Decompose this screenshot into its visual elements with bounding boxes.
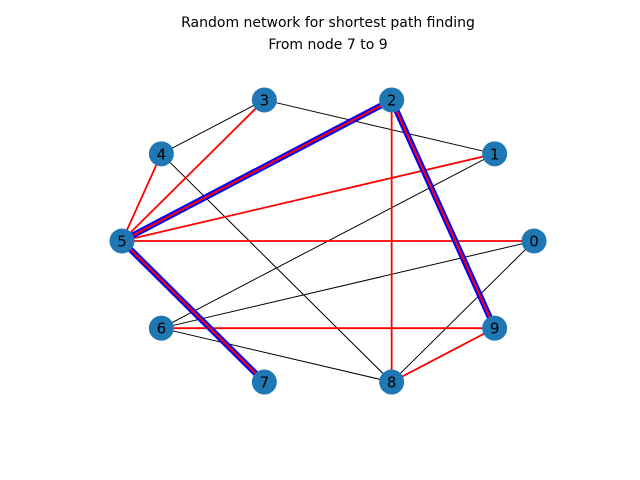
edge-5-4 <box>121 152 163 242</box>
node-3: 3 <box>251 87 277 113</box>
node-9-marker <box>482 315 508 341</box>
title-line-2: From node 7 to 9 <box>268 37 387 53</box>
edge-5-1 <box>121 152 496 242</box>
nodes-layer: 0 1 2 3 4 5 6 7 8 9 <box>109 87 547 395</box>
path-edge-7-5 <box>121 240 266 384</box>
node-7-label: 7 <box>260 374 270 392</box>
node-0: 0 <box>521 228 547 254</box>
node-5-label: 5 <box>117 233 127 251</box>
edge-0-6 <box>160 240 535 329</box>
node-0-label: 0 <box>529 233 539 251</box>
node-6-marker <box>148 315 174 341</box>
edge-3-1 <box>263 99 496 155</box>
node-5-marker <box>109 228 135 254</box>
node-7-marker <box>251 369 277 395</box>
path-edge-2-9 <box>390 98 496 330</box>
node-7: 7 <box>251 369 277 395</box>
edge-3-4 <box>160 99 265 155</box>
node-8: 8 <box>379 369 405 395</box>
node-2-marker <box>379 87 405 113</box>
edges-layer <box>119 96 535 386</box>
node-0-marker <box>521 228 547 254</box>
node-2: 2 <box>379 87 405 113</box>
node-8-label: 8 <box>387 374 397 392</box>
node-3-label: 3 <box>260 91 270 109</box>
node-1-marker <box>482 141 508 167</box>
node-3-marker <box>251 87 277 113</box>
node-9: 9 <box>482 315 508 341</box>
node-4: 4 <box>148 141 174 167</box>
node-5: 5 <box>109 228 135 254</box>
edge-0-8 <box>391 240 535 383</box>
node-4-label: 4 <box>157 145 167 163</box>
node-9-label: 9 <box>490 320 500 338</box>
node-8-marker <box>379 369 405 395</box>
path-edge-5-2 <box>121 98 393 242</box>
node-4-marker <box>148 141 174 167</box>
node-1-label: 1 <box>490 145 500 163</box>
edge-6-8 <box>160 327 393 383</box>
node-2-label: 2 <box>387 91 397 109</box>
node-1: 1 <box>482 141 508 167</box>
node-6: 6 <box>148 315 174 341</box>
node-6-label: 6 <box>157 320 167 338</box>
edge-8-9 <box>390 327 496 383</box>
edge-5-3 <box>121 99 266 242</box>
title-line-1: Random network for shortest path finding <box>181 15 475 31</box>
